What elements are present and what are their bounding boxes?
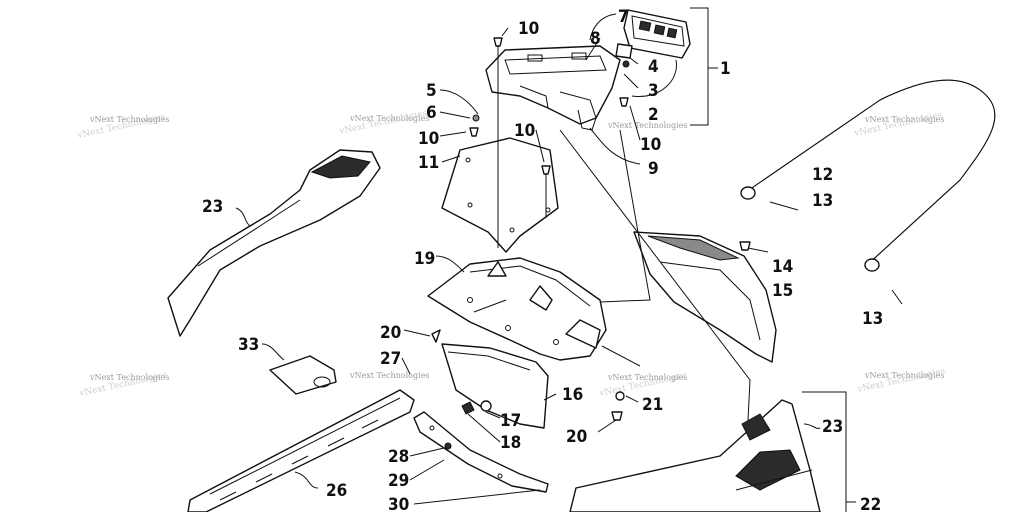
- callout-4: 4: [648, 57, 659, 77]
- left-trim: [167, 149, 381, 337]
- pad: [261, 343, 337, 395]
- taillight-assembly: [605, 7, 718, 126]
- callout-5: 5: [426, 81, 437, 101]
- callout-14: 14: [772, 257, 793, 277]
- callout-23-right: 23: [822, 417, 843, 437]
- grab-handle: [740, 79, 996, 305]
- watermark: vNext Technologies: [89, 115, 169, 124]
- callout-20-left: 20: [380, 323, 401, 343]
- lower-tray: [427, 257, 607, 361]
- callout-3: 3: [648, 81, 659, 101]
- callout-8: 8: [590, 29, 601, 49]
- callout-18: 18: [500, 433, 521, 453]
- callout-10-top: 10: [518, 19, 539, 39]
- callout-28: 28: [388, 447, 409, 467]
- callout-1: 1: [720, 59, 731, 79]
- callout-33: 33: [238, 335, 259, 355]
- callout-23-left: 23: [202, 197, 223, 217]
- callout-13-upper: 13: [812, 191, 833, 211]
- callout-29: 29: [388, 471, 409, 491]
- callout-10-left: 10: [418, 129, 439, 149]
- callout-27: 27: [380, 349, 401, 369]
- callout-26: 26: [326, 481, 347, 501]
- mud-flap: [441, 343, 549, 429]
- callout-10-center: 10: [514, 121, 535, 141]
- callout-6: 6: [426, 103, 437, 123]
- hardware: [431, 37, 751, 421]
- mount-plate: [441, 44, 559, 253]
- callouts: 1 2 3 4 5 6 7 8 9 10 10 10 10 11 12 13 1…: [202, 7, 883, 512]
- callout-13-lower: 13: [862, 309, 883, 329]
- callout-2: 2: [648, 105, 659, 125]
- right-trim: [569, 399, 821, 512]
- leader-lines: [401, 13, 751, 443]
- callout-11: 11: [418, 153, 439, 173]
- callout-16: 16: [562, 385, 583, 405]
- callout-21: 21: [642, 395, 663, 415]
- callout-22: 22: [860, 495, 881, 512]
- callout-15: 15: [772, 281, 793, 301]
- watermark: vNext Technologies: [864, 371, 944, 380]
- watermark: vNext Technologies: [349, 371, 429, 380]
- watermark: vNext Technologies: [864, 115, 944, 124]
- upper-housing: [485, 45, 621, 131]
- callout-12: 12: [812, 165, 833, 185]
- callout-7: 7: [618, 7, 629, 27]
- watermark: vNext Technologies: [607, 121, 687, 130]
- callout-19: 19: [414, 249, 435, 269]
- callout-17: 17: [500, 411, 521, 431]
- callout-10-right: 10: [640, 135, 661, 155]
- callout-9: 9: [648, 159, 659, 179]
- watermark: vNext Technologies: [349, 114, 429, 123]
- bracket: [409, 411, 549, 505]
- watermark: vNext Technologies: [607, 373, 687, 382]
- callout-30: 30: [388, 495, 409, 512]
- rail: [187, 389, 415, 512]
- callout-20-right: 20: [566, 427, 587, 447]
- side-panel: [633, 231, 777, 363]
- watermark: vNext Technologies: [89, 373, 169, 382]
- callout-22-bracket: [802, 391, 847, 512]
